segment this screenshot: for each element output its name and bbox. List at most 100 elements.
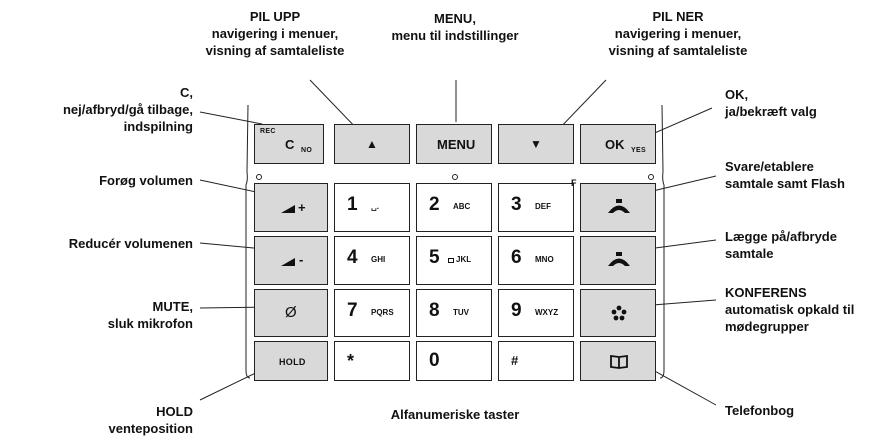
down-arrow-icon: ▼ bbox=[530, 137, 542, 151]
letters: TUV bbox=[453, 308, 469, 317]
keypad-key-0[interactable]: 0 bbox=[416, 341, 492, 381]
digit: # bbox=[511, 353, 519, 368]
leader-pil-upp bbox=[309, 79, 361, 133]
callout-menu: MENU, menu til indstillinger bbox=[370, 10, 540, 44]
handset-answer-icon bbox=[608, 199, 630, 213]
callout-text: navigering i menuer, bbox=[211, 26, 339, 41]
keypad-key-5[interactable]: 5 JKL bbox=[416, 236, 492, 285]
callout-answer: Svare/etablere samtale samt Flash bbox=[725, 158, 845, 192]
callout-volume-down: Reducér volumenen bbox=[10, 235, 193, 252]
flash-label: F bbox=[571, 178, 577, 188]
ok-label: OK bbox=[605, 137, 625, 152]
callout-mute: MUTE, sluk mikrofon bbox=[10, 298, 193, 332]
keypad-key-7[interactable]: 7 PQRS bbox=[334, 289, 410, 337]
tactile-marker-icon bbox=[448, 258, 454, 263]
volume-down-key[interactable]: - bbox=[254, 236, 328, 285]
leader-ok-key bbox=[649, 107, 713, 136]
digit: 6 bbox=[511, 247, 522, 268]
letters: PQRS bbox=[371, 308, 394, 317]
callout-title: Alfanumeriske taster bbox=[390, 407, 520, 422]
callout-alphanumeric: Alfanumeriske taster bbox=[340, 406, 570, 423]
keypad-key-hash[interactable]: # bbox=[498, 341, 574, 381]
letters: WXYZ bbox=[535, 308, 559, 317]
digit: 0 bbox=[429, 350, 440, 371]
letters: ␣. bbox=[371, 202, 379, 211]
indicator-dot-center bbox=[452, 174, 458, 180]
keypad-key-2[interactable]: 2 ABC bbox=[416, 183, 492, 232]
callout-hangup: Lægge på/afbryde samtale bbox=[725, 228, 837, 262]
hold-key[interactable]: HOLD bbox=[254, 341, 328, 381]
mute-key[interactable]: Ø bbox=[254, 289, 328, 337]
up-arrow-key[interactable]: ▲ bbox=[334, 124, 410, 164]
callout-title: HOLD bbox=[156, 404, 193, 419]
callout-text: samtale bbox=[725, 246, 774, 261]
c-key[interactable]: REC C NO bbox=[254, 124, 324, 164]
no-label: NO bbox=[301, 147, 313, 154]
callout-title: Forøg volumen bbox=[99, 173, 193, 188]
callout-text: indspilning bbox=[123, 119, 193, 134]
callout-ok-key: OK, ja/bekræft valg bbox=[725, 86, 817, 120]
callout-text: samtale samt Flash bbox=[725, 176, 845, 191]
hangup-key[interactable] bbox=[580, 236, 656, 285]
digit: 2 bbox=[429, 194, 440, 215]
conference-icon bbox=[611, 305, 627, 321]
callout-text: nej/afbryd/gå tilbage, bbox=[62, 102, 193, 117]
callout-text: navigering i menuer, bbox=[614, 26, 742, 41]
digit: 1 bbox=[347, 194, 358, 215]
keypad-key-9[interactable]: 9 WXYZ bbox=[498, 289, 574, 337]
callout-conference: KONFERENS automatisk opkald til mødegrup… bbox=[725, 284, 854, 335]
up-arrow-icon: ▲ bbox=[366, 137, 378, 151]
callout-title: Svare/etablere bbox=[725, 159, 814, 174]
keypad-key-3[interactable]: 3 DEF bbox=[498, 183, 574, 232]
callout-text: automatisk opkald til bbox=[725, 302, 855, 317]
c-label: C bbox=[285, 137, 295, 152]
callout-title: OK, bbox=[725, 87, 749, 102]
plus-sign: + bbox=[298, 200, 306, 215]
minus-sign: - bbox=[299, 252, 304, 267]
letters: DEF bbox=[535, 202, 551, 211]
callout-title: MUTE, bbox=[152, 299, 193, 314]
callout-text: sluk mikrofon bbox=[107, 316, 193, 331]
digit: 5 bbox=[429, 247, 440, 268]
phonebook-icon bbox=[610, 354, 628, 369]
hold-label: HOLD bbox=[279, 357, 306, 367]
callout-text: ja/bekræft valg bbox=[725, 104, 817, 119]
menu-key[interactable]: MENU bbox=[416, 124, 492, 164]
callout-title: C, bbox=[180, 85, 193, 100]
keypad-key-8[interactable]: 8 TUV bbox=[416, 289, 492, 337]
callout-title: Telefonbog bbox=[725, 403, 795, 418]
leader-c-key bbox=[199, 111, 263, 125]
callout-phonebook: Telefonbog bbox=[725, 402, 794, 419]
answer-key[interactable]: F bbox=[571, 178, 656, 232]
callout-hold: HOLD venteposition bbox=[10, 403, 193, 437]
digit: * bbox=[347, 351, 355, 371]
callout-text: mødegrupper bbox=[725, 319, 809, 334]
callout-c-key: C, nej/afbryd/gå tilbage, indspilning bbox=[10, 84, 193, 135]
callout-text: visning af samtaleliste bbox=[205, 43, 345, 58]
callout-volume-up: Forøg volumen bbox=[10, 172, 193, 189]
letters: JKL bbox=[456, 255, 472, 264]
yes-label: YES bbox=[631, 147, 646, 154]
letters: GHI bbox=[371, 255, 386, 264]
keypad-key-4[interactable]: 4 GHI bbox=[334, 236, 410, 285]
callout-text: menu til indstillinger bbox=[391, 28, 519, 43]
indicator-dot-right bbox=[648, 174, 654, 180]
letters: MNO bbox=[535, 255, 554, 264]
keypad-key-1[interactable]: 1 ␣. bbox=[334, 183, 410, 232]
callout-title: PIL UPP bbox=[249, 9, 301, 24]
digit: 8 bbox=[429, 300, 440, 321]
conference-key[interactable] bbox=[580, 289, 656, 337]
callout-text: visning af samtaleliste bbox=[608, 43, 748, 58]
digit: 9 bbox=[511, 300, 522, 321]
down-arrow-key[interactable]: ▼ bbox=[498, 124, 574, 164]
keypad-key-6[interactable]: 6 MNO bbox=[498, 236, 574, 285]
phonebook-key[interactable] bbox=[580, 341, 656, 381]
volume-up-key[interactable]: + bbox=[254, 183, 328, 232]
callout-title: MENU, bbox=[434, 11, 476, 26]
digit: 3 bbox=[511, 194, 522, 215]
ok-key[interactable]: OK YES bbox=[580, 124, 656, 164]
callout-title: KONFERENS bbox=[725, 285, 807, 300]
keypad-key-star[interactable]: * bbox=[334, 341, 410, 381]
callout-title: Reducér volumenen bbox=[68, 236, 193, 251]
